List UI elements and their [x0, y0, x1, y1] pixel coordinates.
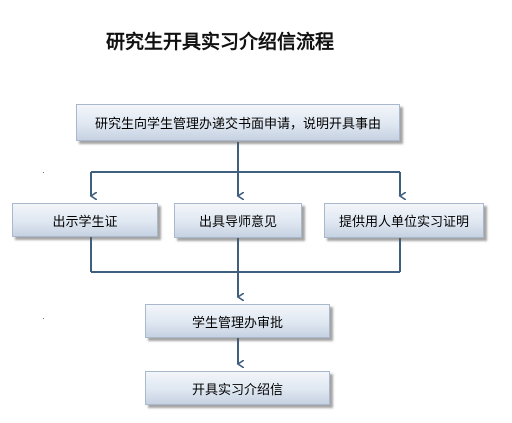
stray-dot: [43, 172, 44, 173]
node-issue-letter: 开具实习介绍信: [145, 371, 330, 405]
node-approval: 学生管理办审批: [145, 304, 330, 338]
node-student-card: 出示学生证: [12, 203, 158, 237]
node-apply: 研究生向学生管理办递交书面申请，说明开具事由: [76, 104, 400, 141]
stray-dot: [43, 318, 44, 319]
node-advisor-opinion: 出具导师意见: [174, 203, 302, 238]
diagram-title: 研究生开具实习介绍信流程: [106, 31, 335, 53]
node-employer-proof: 提供用人单位实习证明: [324, 203, 484, 238]
